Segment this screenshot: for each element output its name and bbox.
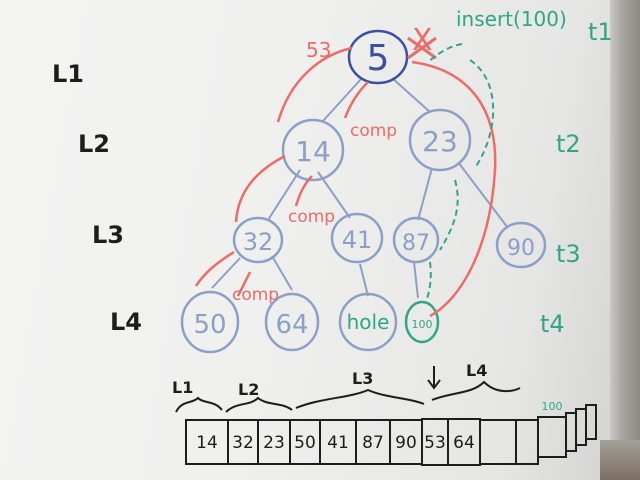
node-circle-90	[495, 221, 547, 269]
node-value-87: 87	[402, 231, 430, 256]
node-circle-hole	[338, 292, 398, 352]
marker-tray	[600, 440, 640, 480]
array-cell	[515, 419, 539, 465]
time-label-4: t4	[540, 310, 565, 338]
array-level-label-2: L2	[238, 380, 259, 399]
array-cell	[479, 419, 517, 465]
array-cell-value: 41	[327, 433, 349, 453]
node-circle-50	[180, 290, 240, 354]
node-value-41: 41	[342, 226, 373, 254]
node-circle-87	[392, 216, 440, 264]
node-circle-32	[232, 216, 284, 264]
node-circle-100	[404, 300, 440, 344]
level-label-4: L4	[110, 308, 142, 336]
insert-path-arrows	[425, 43, 495, 303]
level-label-1: L1	[52, 60, 84, 88]
node-value-hole: hole	[347, 310, 390, 334]
node-value-32: 32	[243, 228, 274, 256]
node-value-100: 100	[412, 318, 433, 331]
array-cell	[575, 408, 587, 446]
node-value-90: 90	[507, 236, 535, 261]
array-cell-value: 87	[362, 433, 384, 453]
whiteboard-frame	[610, 0, 640, 480]
array-cell-value: 64	[453, 433, 475, 453]
node-circle-41	[330, 212, 384, 264]
level-label-2: L2	[78, 130, 110, 158]
array-cell	[565, 412, 577, 452]
heap-array: 14 32 23 50 41 87 90 53 64 100	[185, 400, 597, 466]
compare-label-1: comp	[350, 121, 397, 141]
insert-note: insert(100)	[456, 7, 567, 31]
node-value-64: 64	[275, 310, 308, 340]
compare-label-2: comp	[288, 207, 335, 227]
array-cell	[585, 404, 597, 440]
node-circle-23	[408, 108, 472, 172]
array-level-brackets	[175, 366, 521, 413]
node-value-14: 14	[295, 135, 331, 168]
node-circle-14	[281, 118, 345, 182]
array-cell	[537, 416, 567, 458]
array-cell-value: 100	[542, 400, 563, 413]
node-value-root: 5	[367, 38, 390, 79]
array-cell-value: 23	[263, 433, 285, 453]
time-label-1: t1	[588, 18, 613, 46]
swap-arrows	[194, 36, 497, 318]
array-cell-value: 90	[395, 433, 417, 453]
node-circle-64	[264, 292, 320, 352]
old-value-note: 53	[306, 38, 331, 62]
array-cell-value: 50	[294, 433, 316, 453]
node-value-23: 23	[422, 125, 458, 158]
tree-edges	[211, 77, 509, 299]
node-circle-root	[347, 29, 409, 85]
array-level-label-3: L3	[352, 369, 373, 388]
time-label-3: t3	[556, 240, 581, 268]
time-label-2: t2	[556, 130, 581, 158]
array-cell-value: 14	[196, 433, 218, 453]
array-cell-value: 53	[424, 433, 446, 453]
array-level-label-4: L4	[466, 361, 487, 380]
array-level-label-1: L1	[172, 378, 193, 397]
array-cell-value: 32	[232, 433, 254, 453]
level-label-3: L3	[92, 221, 124, 249]
node-value-50: 50	[193, 310, 226, 340]
cross-mark: X	[412, 23, 433, 58]
compare-label-3: comp	[232, 285, 279, 305]
